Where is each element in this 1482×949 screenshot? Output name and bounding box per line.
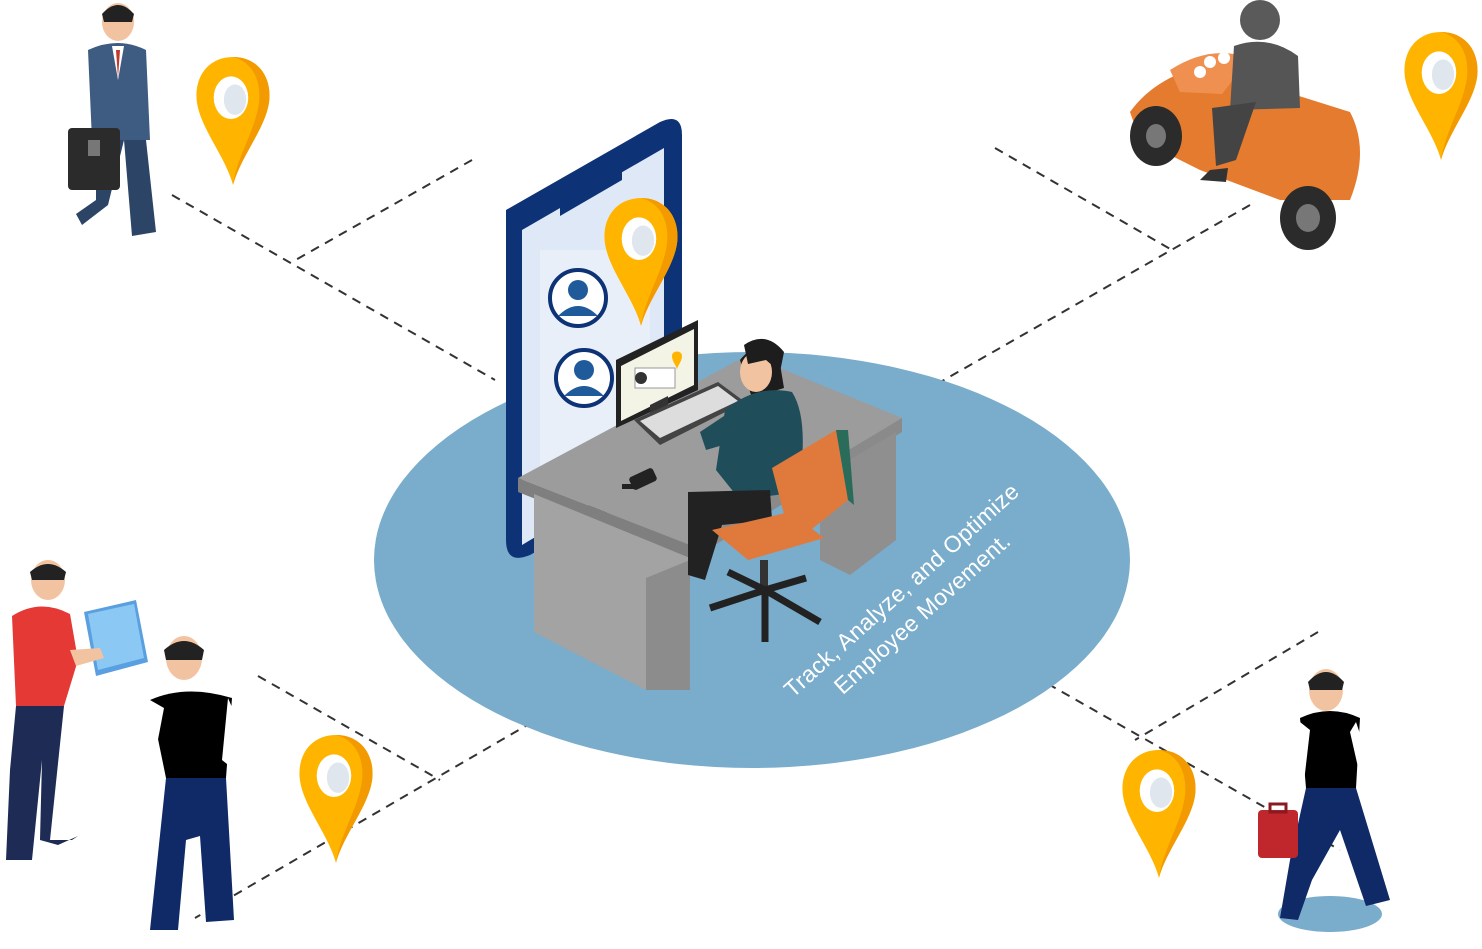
user-avatar-icon bbox=[554, 348, 614, 408]
office-chair bbox=[708, 430, 854, 642]
computer-monitor bbox=[616, 320, 745, 445]
tablet-icon bbox=[84, 600, 148, 676]
businessman-walking bbox=[68, 3, 156, 236]
location-pin-icon bbox=[1404, 32, 1478, 160]
location-pin-icon bbox=[299, 735, 373, 863]
user-avatar-icon bbox=[548, 268, 608, 328]
people-with-tablet bbox=[6, 560, 246, 930]
briefcase-icon bbox=[68, 128, 120, 190]
location-pin-icon bbox=[1122, 750, 1196, 878]
man-walking-with-briefcase bbox=[1258, 669, 1390, 932]
scooter-rider bbox=[1130, 0, 1360, 250]
location-pin-icon bbox=[196, 57, 270, 185]
briefcase-icon bbox=[1258, 802, 1298, 858]
operator-person bbox=[688, 338, 803, 580]
walkie-talkie-icon bbox=[622, 468, 657, 490]
